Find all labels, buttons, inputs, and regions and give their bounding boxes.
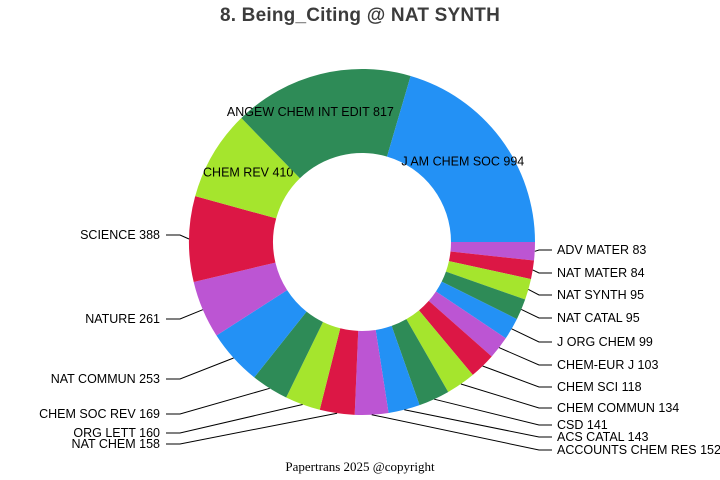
slice-label-org-lett: ORG LETT 160: [73, 426, 160, 440]
pie-slice-adv-mater[interactable]: [450, 242, 535, 261]
pie-slice-angew-chem-int-edit[interactable]: [241, 68, 411, 179]
slice-label-acs-catal: ACS CATAL 143: [557, 430, 649, 444]
slice-label-j-org-chem: J ORG CHEM 99: [557, 335, 653, 349]
slice-inner-label-angew-chem-int-edit: ANGEW CHEM INT EDIT 817: [227, 105, 394, 119]
slice-label-nat-mater: NAT MATER 84: [557, 266, 645, 280]
pie-slice-nat-catal[interactable]: [441, 271, 526, 320]
pie-slice-nature[interactable]: [193, 262, 288, 336]
label-line-chem-eur-j: [498, 347, 552, 366]
slice-label-nat-chem: NAT CHEM 158: [72, 437, 161, 451]
label-line-nat-synth: [528, 288, 552, 296]
pie-slice-accounts-chem-res[interactable]: [354, 329, 389, 415]
label-line-acs-catal: [404, 409, 552, 438]
pie-slice-chem-soc-rev[interactable]: [254, 311, 323, 398]
slice-label-nat-synth: NAT SYNTH 95: [557, 288, 644, 302]
pie-slice-org-lett[interactable]: [286, 321, 341, 410]
chart-title: 8. Being_Citing @ NAT SYNTH: [219, 5, 501, 26]
label-line-science: [166, 234, 190, 240]
slice-label-csd: CSD 141: [557, 418, 608, 432]
label-line-nat-commun: [166, 357, 234, 380]
pie-slice-nat-mater[interactable]: [448, 251, 534, 280]
pie-slice-chem-rev[interactable]: [195, 118, 300, 219]
pie-slice-acs-catal[interactable]: [375, 325, 420, 413]
label-line-csd: [434, 398, 552, 426]
slice-label-nat-catal: NAT CATAL 95: [557, 311, 640, 325]
label-line-chem-commun: [460, 383, 552, 409]
pie-slice-csd[interactable]: [391, 319, 449, 406]
pie-slice-science[interactable]: [188, 196, 277, 283]
slice-label-nature: NATURE 261: [85, 312, 160, 326]
slice-label-adv-mater: ADV MATER 83: [557, 243, 646, 257]
label-line-nat-catal: [521, 308, 552, 319]
slice-label-nat-commun: NAT COMMUN 253: [51, 372, 160, 386]
label-line-accounts-chem-res: [371, 414, 552, 451]
label-line-adv-mater: [534, 249, 552, 252]
slice-inner-label-chem-rev: CHEM REV 410: [203, 165, 293, 179]
label-line-chem-soc-rev: [166, 387, 270, 415]
pie-slice-chem-commun[interactable]: [406, 310, 473, 392]
slice-label-chem-eur-j: CHEM-EUR J 103: [557, 358, 658, 372]
pie-slice-nat-commun[interactable]: [216, 290, 307, 378]
slice-inner-label-j-am-chem-soc: J AM CHEM SOC 994: [401, 155, 524, 169]
label-line-org-lett: [166, 404, 303, 434]
pie-slice-nat-synth[interactable]: [445, 261, 531, 300]
slice-label-science: SCIENCE 388: [80, 228, 160, 242]
slice-label-chem-commun: CHEM COMMUN 134: [557, 401, 679, 415]
pie-slice-j-org-chem[interactable]: [435, 281, 517, 339]
slice-label-chem-soc-rev: CHEM SOC REV 169: [39, 407, 160, 421]
pie-slice-j-am-chem-soc[interactable]: [387, 75, 535, 242]
label-line-j-org-chem: [511, 328, 552, 343]
label-line-nat-mater: [532, 269, 552, 274]
slice-label-accounts-chem-res: ACCOUNTS CHEM RES 152: [557, 443, 720, 457]
label-line-chem-sci: [482, 365, 552, 388]
pie-slice-nat-chem[interactable]: [319, 328, 359, 415]
label-line-nature: [166, 309, 203, 320]
pie-slice-chem-eur-j[interactable]: [428, 291, 506, 357]
label-line-nat-chem: [166, 412, 338, 445]
copyright-footer: Papertrans 2025 @copyright: [285, 459, 435, 474]
pie-slice-chem-sci[interactable]: [418, 300, 492, 375]
slice-label-chem-sci: CHEM SCI 118: [557, 380, 642, 394]
